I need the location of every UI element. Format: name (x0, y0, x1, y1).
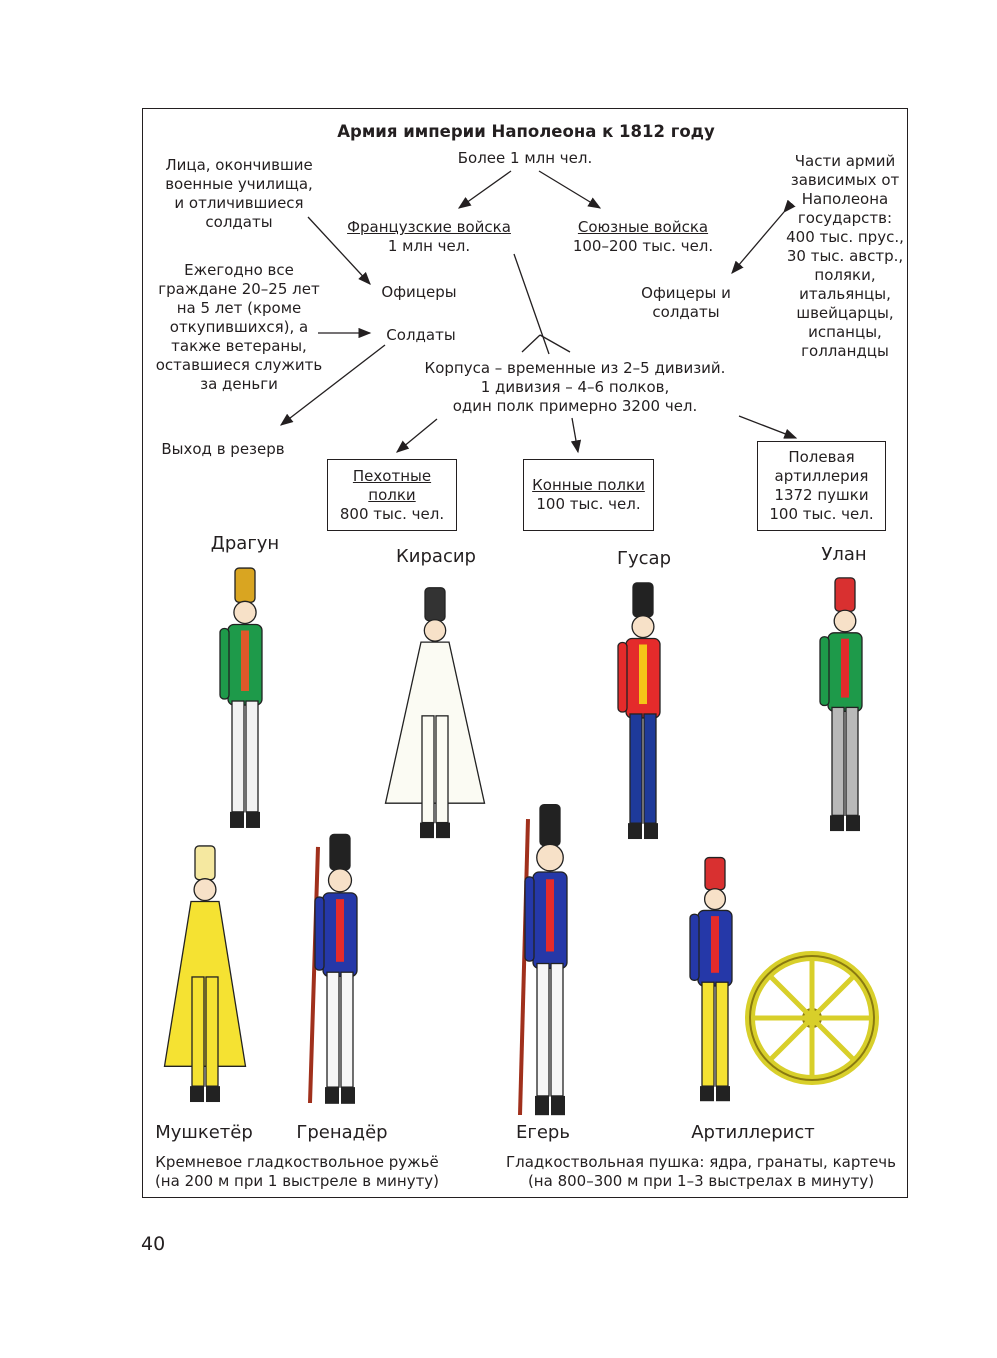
arrow-to-cavalry (570, 417, 582, 454)
diagram-title: Армия империи Наполеона к 1812 году (337, 122, 715, 141)
artillery-box: Полевая артиллерия 1372 пушки 100 тыс. ч… (757, 441, 886, 531)
uhlan-illustration (819, 577, 863, 832)
text-line: солдаты (205, 213, 273, 231)
text-line: на 5 лет (кроме (176, 299, 302, 317)
officers-node: Офицеры (381, 283, 457, 301)
soldiers-source: Ежегодно все граждане 20–25 лет на 5 лет… (156, 261, 323, 394)
text-line: граждане 20–25 лет (158, 280, 320, 298)
arrow-dependent (731, 199, 796, 274)
arrow-to-reserve (279, 344, 386, 426)
text-line: швейцарцы, (796, 304, 894, 322)
diagram-frame (142, 108, 908, 1198)
infantry-label: Пехотные (352, 466, 432, 485)
text-line: Офицеры и (641, 284, 731, 302)
cavalry-box: Конные полки 100 тыс. чел. (523, 459, 654, 531)
musketeer-illustration (163, 845, 247, 1103)
corps-description: Корпуса – временные из 2–5 дивизий. 1 ди… (425, 359, 726, 416)
text-line: Корпуса – временные из 2–5 дивизий. (424, 359, 726, 377)
allied-label: Союзные войска (577, 218, 709, 236)
french-label: Французские войска (347, 218, 511, 236)
text-line: 400 тыс. прус., (786, 228, 904, 246)
text-line: Наполеона (801, 190, 889, 208)
figure-label-dragoon: Драгун (210, 533, 280, 554)
figure-label-grenadier: Гренадёр (296, 1122, 388, 1143)
text-line: за деньги (200, 375, 278, 393)
french-count: 1 млн чел. (387, 237, 471, 255)
text-line: 1 дивизия – 4–6 полков, (480, 378, 670, 396)
allied-troops: Союзные войска 100–200 тыс. чел. (573, 218, 713, 256)
text-line: и отличившиеся (174, 194, 304, 212)
text-line: Кремневое гладкоствольное ружьё (155, 1153, 439, 1171)
text-line: Лица, окончившие (165, 156, 313, 174)
cannon-wheel-illustration (745, 951, 879, 1085)
cavalry-count: 100 тыс. чел. (536, 495, 641, 513)
text-line: 100 тыс. чел. (769, 505, 874, 523)
text-line: голландцы (801, 342, 889, 360)
allied-officers-soldiers: Офицеры и солдаты (641, 284, 731, 322)
text-line: также ветераны, (171, 337, 307, 355)
figure-label-hussar: Гусар (617, 548, 671, 569)
figure-label-uhlan: Улан (821, 544, 867, 565)
hussar-illustration (617, 582, 661, 840)
text-line: Полевая (788, 448, 855, 466)
dragoon-illustration (219, 567, 263, 828)
text-line: 1372 пушки (774, 486, 869, 504)
grenadier-illustration (308, 833, 358, 1104)
cavalry-label: Конные полки (532, 476, 645, 494)
arrow-to-allied (538, 170, 602, 209)
artillerist-illustration (689, 856, 733, 1102)
figure-label-musketeer: Мушкетёр (155, 1122, 253, 1143)
text-line: военные училища, (165, 175, 313, 193)
figure-label-jager: Егерь (516, 1122, 570, 1143)
soldiers-node: Солдаты (386, 326, 456, 344)
text-line: поляки, (814, 266, 876, 284)
total-count: Более 1 млн чел. (457, 149, 593, 167)
officers-source: Лица, окончившие военные училища, и отли… (165, 156, 313, 232)
text-line: государств: (797, 209, 893, 227)
reserve-node: Выход в резерв (161, 440, 285, 458)
dependent-states: Части армий зависимых от Наполеона госуд… (786, 152, 904, 361)
text-line: (на 200 м при 1 выстреле в минуту) (154, 1172, 440, 1190)
jager-illustration (518, 803, 568, 1116)
musket-caption: Кремневое гладкоствольное ружьё (на 200 … (155, 1153, 439, 1191)
text-line: итальянцы, (799, 285, 891, 303)
text-line: зависимых от (790, 171, 900, 189)
text-line: (на 800–300 м при 1–3 выстрелах в минуту… (527, 1172, 875, 1190)
text-line: Гладкоствольная пушка: ядра, гранаты, ка… (505, 1153, 897, 1171)
cannon-caption: Гладкоствольная пушка: ядра, гранаты, ка… (506, 1153, 896, 1191)
text-line: солдаты (652, 303, 720, 321)
page-number: 40 (141, 1233, 166, 1255)
figure-label-cuirassier: Кирасир (396, 546, 476, 567)
arrow-to-french (457, 170, 512, 209)
figure-label-artillerist: Артиллерист (691, 1122, 815, 1143)
line-french-corps (513, 253, 550, 355)
text-line: артиллерия (774, 467, 869, 485)
text-line: оставшиеся служить (155, 356, 323, 374)
text-line: Ежегодно все (184, 261, 294, 279)
text-line: 30 тыс. австр., (786, 247, 904, 265)
french-troops: Французские войска 1 млн чел. (347, 218, 511, 256)
text-line: один полк примерно 3200 чел. (452, 397, 698, 415)
infantry-count: 800 тыс. чел. (339, 504, 445, 523)
infantry-box: Пехотные полки 800 тыс. чел. (327, 459, 457, 531)
allied-count: 100–200 тыс. чел. (572, 237, 714, 255)
infantry-label: полки (368, 485, 416, 504)
arrow-to-artillery (738, 415, 798, 439)
text-line: испанцы, (808, 323, 882, 341)
arrow-to-officers (307, 216, 371, 285)
text-line: Части армий (794, 152, 896, 170)
cuirassier-illustration (384, 587, 486, 839)
arrow-to-infantry (395, 418, 438, 453)
text-line: откупившихся), а (169, 318, 309, 336)
